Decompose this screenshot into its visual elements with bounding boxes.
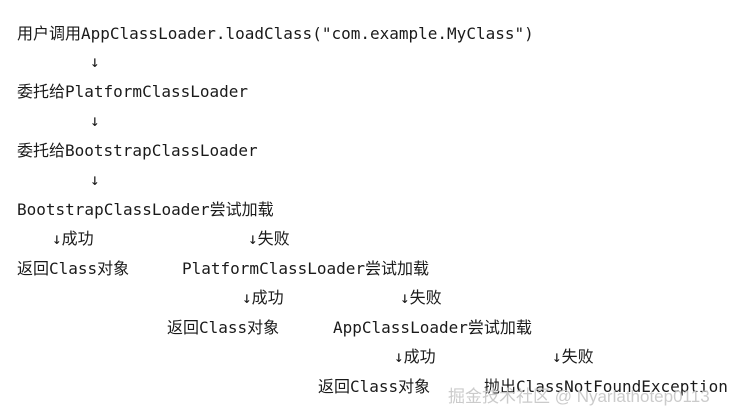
arrow-down-icon: ↓	[90, 111, 100, 130]
step-delegate-platform: 委托给PlatformClassLoader	[17, 82, 249, 101]
platform-fail-label: ↓失败	[400, 288, 442, 307]
arrow-down-icon: ↓	[90, 52, 100, 71]
step-bootstrap-try: BootstrapClassLoader尝试加载	[17, 200, 274, 219]
step-app-call: 用户调用AppClassLoader.loadClass("com.exampl…	[17, 24, 534, 43]
arrow-down-icon: ↓	[90, 170, 100, 189]
bootstrap-fail-label: ↓失败	[248, 229, 290, 248]
platform-return-class: 返回Class对象	[167, 318, 280, 337]
watermark: 掘金技术社区 @ Nyarlathotep0113	[448, 387, 710, 406]
step-delegate-bootstrap: 委托给BootstrapClassLoader	[17, 141, 258, 160]
bootstrap-return-class: 返回Class对象	[17, 259, 130, 278]
bootstrap-success-label: ↓成功	[52, 229, 94, 248]
app-return-class: 返回Class对象	[318, 377, 431, 396]
app-success-label: ↓成功	[394, 347, 436, 366]
app-fail-label: ↓失败	[552, 347, 594, 366]
step-platform-try: PlatformClassLoader尝试加载	[182, 259, 430, 278]
step-app-try: AppClassLoader尝试加载	[333, 318, 532, 337]
app-throw-exception: 抛出ClassNotFoundException	[484, 377, 728, 396]
platform-success-label: ↓成功	[242, 288, 284, 307]
